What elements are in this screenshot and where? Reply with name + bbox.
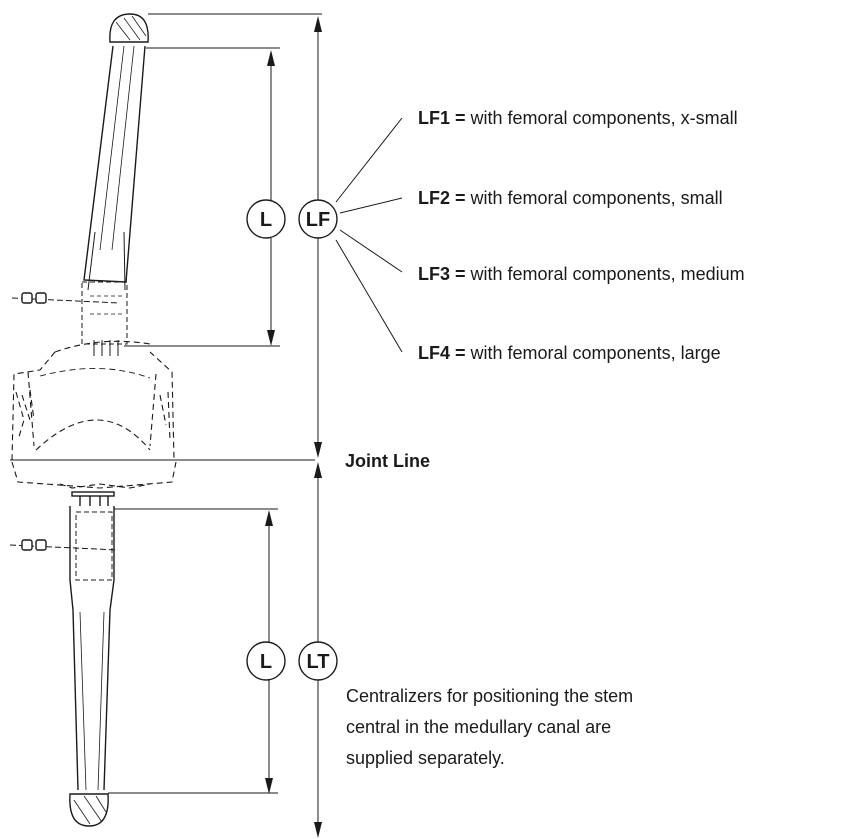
svg-text:L: L (260, 209, 272, 231)
svg-text:L: L (260, 651, 272, 673)
svg-text:LT: LT (307, 651, 330, 673)
dimension-lines (108, 13, 403, 838)
femoral-set-screw (11, 292, 121, 304)
dimension-badge-femoral-total: LF (298, 199, 338, 239)
femoral-component (11, 340, 177, 489)
joint-line-label: Joint Line (345, 451, 430, 471)
svg-text:LF: LF (306, 209, 330, 231)
legend-item-lf4: LF4 = with femoral components, large (418, 343, 721, 363)
note-line: central in the medullary canal are (346, 717, 612, 737)
note-line: supplied separately. (346, 748, 505, 768)
note-line: Centralizers for positioning the stem (346, 686, 634, 706)
legend-item-lf2: LF2 = with femoral components, small (418, 188, 723, 208)
tibial-set-screw (9, 539, 119, 551)
tibial-stem (69, 491, 115, 827)
centralizer-note: Centralizers for positioning the stem ce… (346, 681, 786, 774)
dimension-badge-tibial-length: L (246, 641, 286, 681)
femoral-stem (81, 13, 149, 356)
dimension-badge-tibial-total: LT (298, 641, 338, 681)
legend-item-lf3: LF3 = with femoral components, medium (418, 264, 745, 284)
legend-item-lf1: LF1 = with femoral components, x-small (418, 108, 738, 128)
dimension-badge-femoral-length: L (246, 199, 286, 239)
